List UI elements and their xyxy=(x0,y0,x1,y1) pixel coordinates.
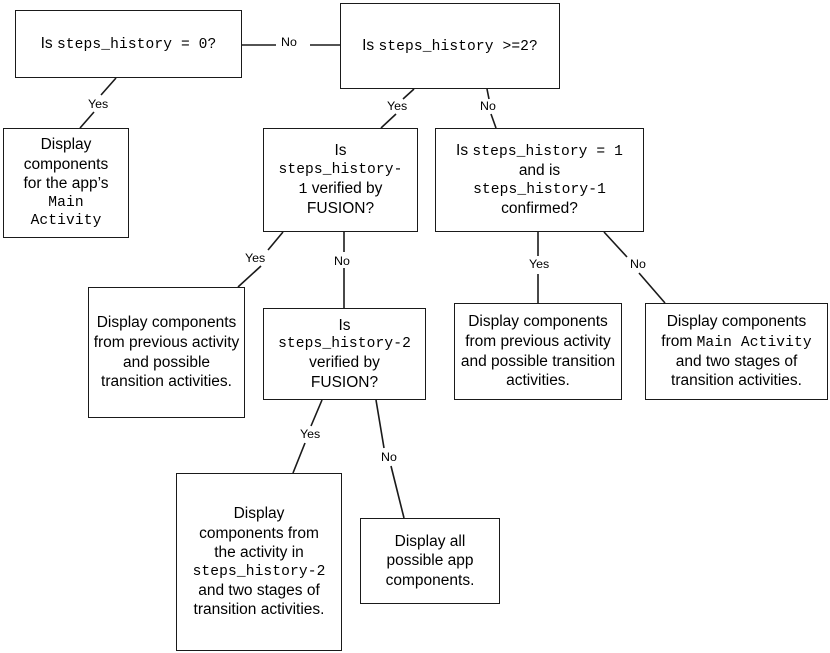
edge-fusion2-to-all xyxy=(375,399,385,449)
node-fusion2-line2: verified by xyxy=(309,354,380,372)
edge-label-eq1-no: No xyxy=(628,257,648,271)
node-is-steps-history-eq-0[interactable]: Is steps_history = 0? xyxy=(15,10,242,78)
node-sh2act-line4: and two stages of xyxy=(198,581,320,599)
node-display-previous-activity-components-1[interactable]: Display components from previous activit… xyxy=(88,287,245,418)
node-display-steps-history-2-activity-components[interactable]: Display components from the activity in … xyxy=(176,473,342,651)
node-main2-code1: Main Activity xyxy=(696,334,812,351)
node-eq1-prefix: Is xyxy=(456,142,473,160)
edge-ge2-to-eq1-b xyxy=(490,113,497,129)
node-eq1-line3: confirmed? xyxy=(501,200,578,218)
edge-root-to-main-activity xyxy=(100,77,117,96)
node-sh2act-line1: Display xyxy=(233,505,285,523)
node-allcomp-line1: Display all xyxy=(394,532,466,550)
node-fusion1-code2: 1 xyxy=(298,182,308,198)
node-fusion1-line2: verified by xyxy=(307,180,383,197)
node-is-steps-history-1-verified-by-fusion[interactable]: Is steps_history- 1 verified by FUSION? xyxy=(263,128,418,232)
node-main-act-line2: components xyxy=(23,155,109,173)
node-fusion2-line1: Is xyxy=(338,316,351,334)
edge-root-to-main-activity-b xyxy=(79,111,95,129)
node-display-main-activity-and-two-stages[interactable]: Display components from Main Activity an… xyxy=(645,303,828,400)
edge-fusion2-to-sh2act xyxy=(310,399,323,427)
edge-label-fusion1-yes: Yes xyxy=(243,251,268,265)
node-main2-line4: transition activities. xyxy=(671,372,802,390)
node-root-code: steps_history = 0? xyxy=(56,36,217,53)
node-is-steps-history-eq-1-and-confirmed[interactable]: Is steps_history = 1 and is steps_histor… xyxy=(435,128,644,232)
edge-label-ge2-no: No xyxy=(478,99,498,113)
edge-label-fusion2-yes: Yes xyxy=(298,427,323,441)
node-main2-line1: Display components xyxy=(666,313,807,331)
node-fusion2-line3: FUSION? xyxy=(310,373,379,391)
node-sh2act-line2: components from xyxy=(199,524,319,542)
edge-ge2-to-fusion1 xyxy=(402,88,415,100)
edge-eq1-to-main2-b xyxy=(638,272,666,304)
node-prev1-text: Display components from previous activit… xyxy=(93,314,240,391)
edge-fusion1-to-prev1-b xyxy=(237,265,262,288)
node-display-main-activity-components[interactable]: Display components for the app’s Main Ac… xyxy=(3,128,129,238)
node-fusion1-line3: FUSION? xyxy=(306,200,375,218)
node-ge2-code: steps_history >=2? xyxy=(378,38,538,55)
node-main-act-line3: for the app’s xyxy=(23,175,109,193)
edge-label-ge2-yes: Yes xyxy=(385,99,410,113)
node-fusion2-code1: steps_history-2 xyxy=(278,336,411,353)
edge-label-fusion1-no: No xyxy=(332,254,352,268)
node-ge2-prefix: Is xyxy=(362,36,379,54)
node-root-prefix: Is xyxy=(40,34,57,52)
node-eq1-code1: steps_history = 1 xyxy=(472,144,623,161)
node-sh2act-line5: transition activities. xyxy=(193,601,325,619)
node-sh2act-code1: steps_history-2 xyxy=(192,563,326,580)
node-main2-line3: and two stages of xyxy=(675,352,798,370)
node-eq1-code2: steps_history-1 xyxy=(473,182,606,198)
node-main-act-code1: Main xyxy=(48,194,84,211)
node-display-previous-activity-components-2[interactable]: Display components from previous activit… xyxy=(454,303,622,400)
node-main-act-code2: Activity xyxy=(30,213,102,230)
node-fusion1-code1: steps_history- xyxy=(278,161,403,178)
edge-label-eq1-yes: Yes xyxy=(527,257,552,271)
edge-ge2-to-fusion1-b xyxy=(380,113,397,129)
edge-label-root-yes: Yes xyxy=(86,97,111,111)
edge-label-root-no: No xyxy=(279,35,299,49)
node-is-steps-history-ge-2[interactable]: Is steps_history >=2? xyxy=(340,3,560,89)
node-prev2-text: Display components from previous activit… xyxy=(460,313,616,390)
edge-fusion2-to-all-b xyxy=(390,465,405,519)
edge-ge2-to-eq1 xyxy=(486,88,490,100)
node-fusion1-line1: Is xyxy=(334,142,347,160)
edge-fusion1-to-prev1 xyxy=(267,231,284,251)
node-allcomp-line3: components. xyxy=(385,571,475,589)
node-eq1-line2: and is xyxy=(518,162,561,180)
node-allcomp-line2: possible app xyxy=(386,552,474,570)
node-sh2act-line3: the activity in xyxy=(214,544,304,562)
edge-label-fusion2-no: No xyxy=(379,450,399,464)
node-is-steps-history-2-verified-by-fusion[interactable]: Is steps_history-2 verified by FUSION? xyxy=(263,308,426,400)
node-main2-line2-prefix: from xyxy=(661,332,697,350)
edge-eq1-to-main2 xyxy=(603,231,628,258)
node-display-all-possible-app-components[interactable]: Display all possible app components. xyxy=(360,518,500,604)
node-main-act-line1: Display xyxy=(40,136,92,154)
edge-fusion2-to-sh2act-b xyxy=(292,442,306,474)
